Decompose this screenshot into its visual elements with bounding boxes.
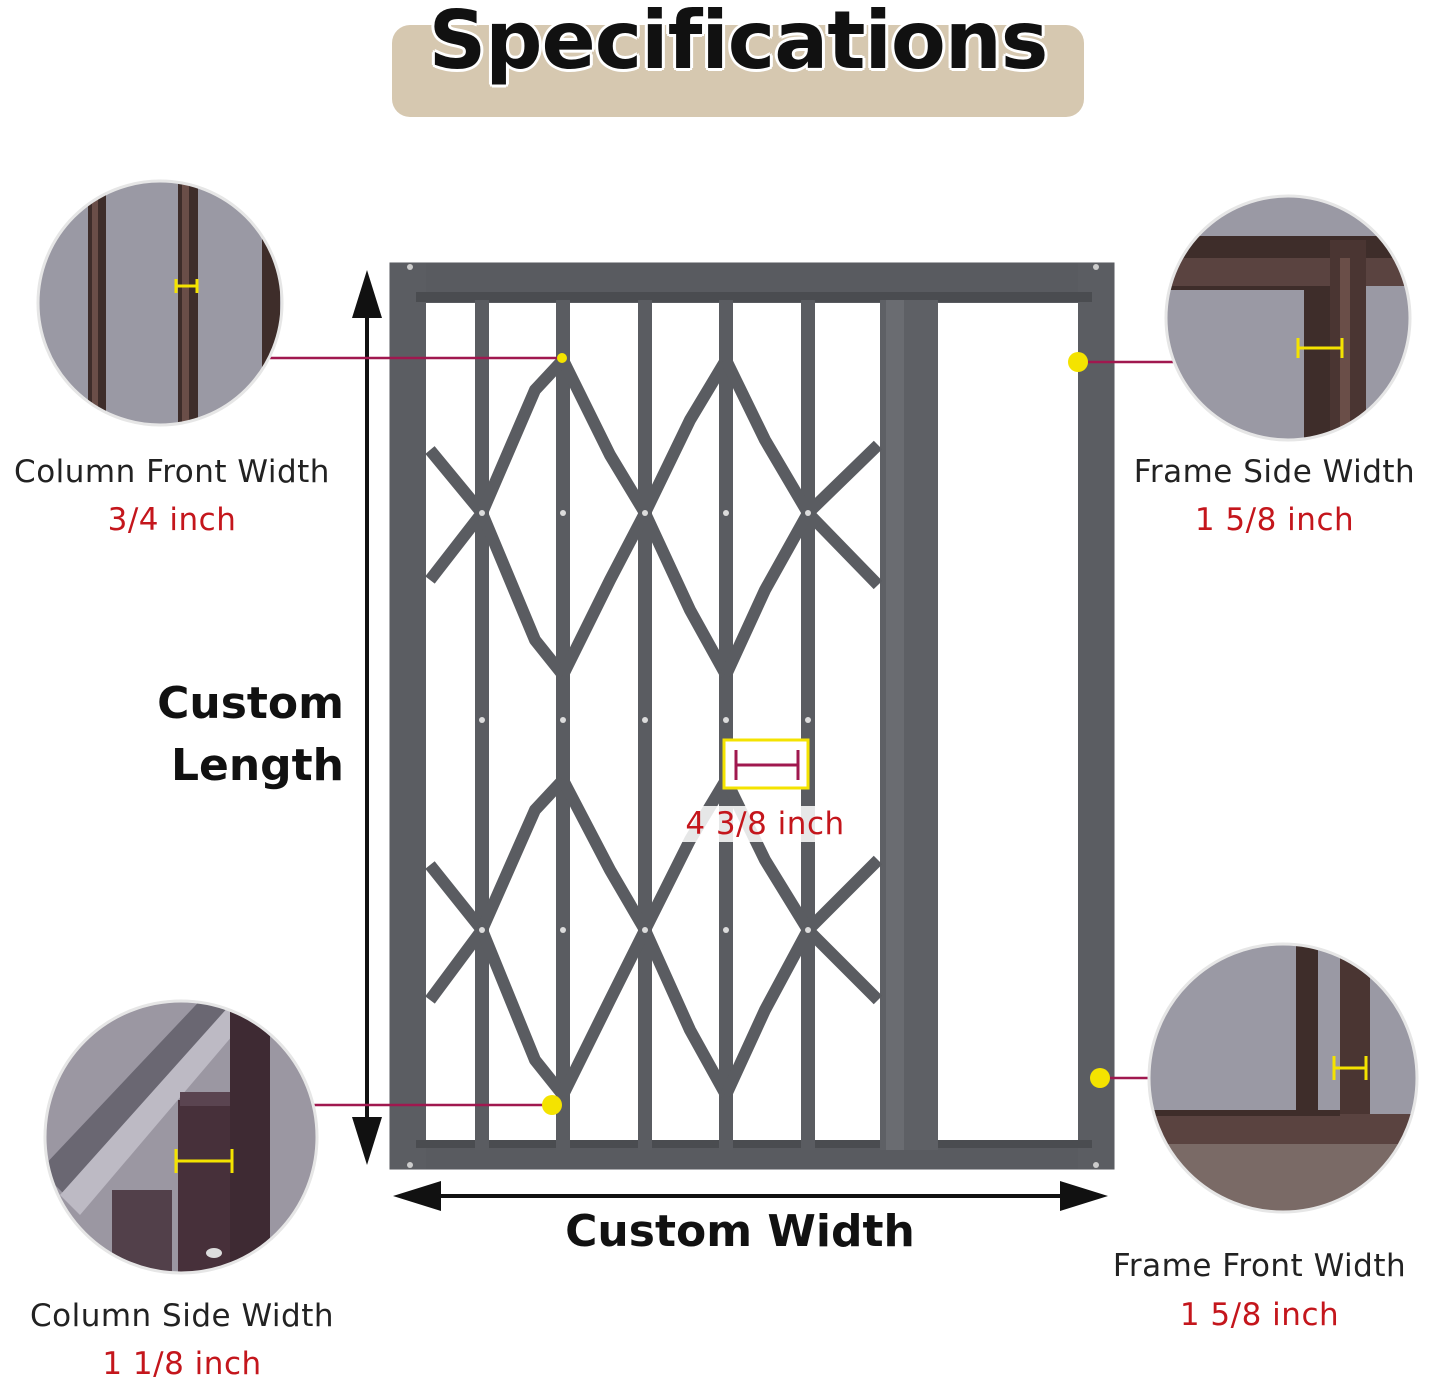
title-banner <box>392 25 1084 117</box>
frame-side-detail <box>1164 194 1412 442</box>
marker-dots <box>542 352 1110 1115</box>
frame-front-label: Frame Front Width <box>1112 1248 1407 1284</box>
column-side-label: Column Side Width <box>29 1298 335 1334</box>
custom-length-line2: Length <box>170 740 344 791</box>
column-front-detail <box>36 179 284 427</box>
frame-front-value: 1 5/8 inch <box>1179 1297 1340 1333</box>
frame-side-value: 1 5/8 inch <box>1194 502 1355 538</box>
gate-frame <box>389 262 1115 1170</box>
column-side-value: 1 1/8 inch <box>102 1346 262 1382</box>
spacing-value: 4 3/8 inch <box>660 806 870 842</box>
column-side-detail <box>43 999 319 1275</box>
length-arrow <box>352 270 382 1165</box>
custom-width-label: Custom Width <box>565 1206 915 1257</box>
spacing-bracket <box>722 738 810 790</box>
frame-side-label: Frame Side Width <box>1133 454 1416 490</box>
frame-front-detail <box>1147 942 1419 1214</box>
column-front-label: Column Front Width <box>14 454 330 490</box>
rivets <box>479 510 811 933</box>
page-title: Specifications <box>428 0 1049 87</box>
width-arrow <box>393 1181 1108 1211</box>
custom-length-line1: Custom <box>157 678 344 729</box>
column-front-value: 3/4 inch <box>107 502 237 538</box>
